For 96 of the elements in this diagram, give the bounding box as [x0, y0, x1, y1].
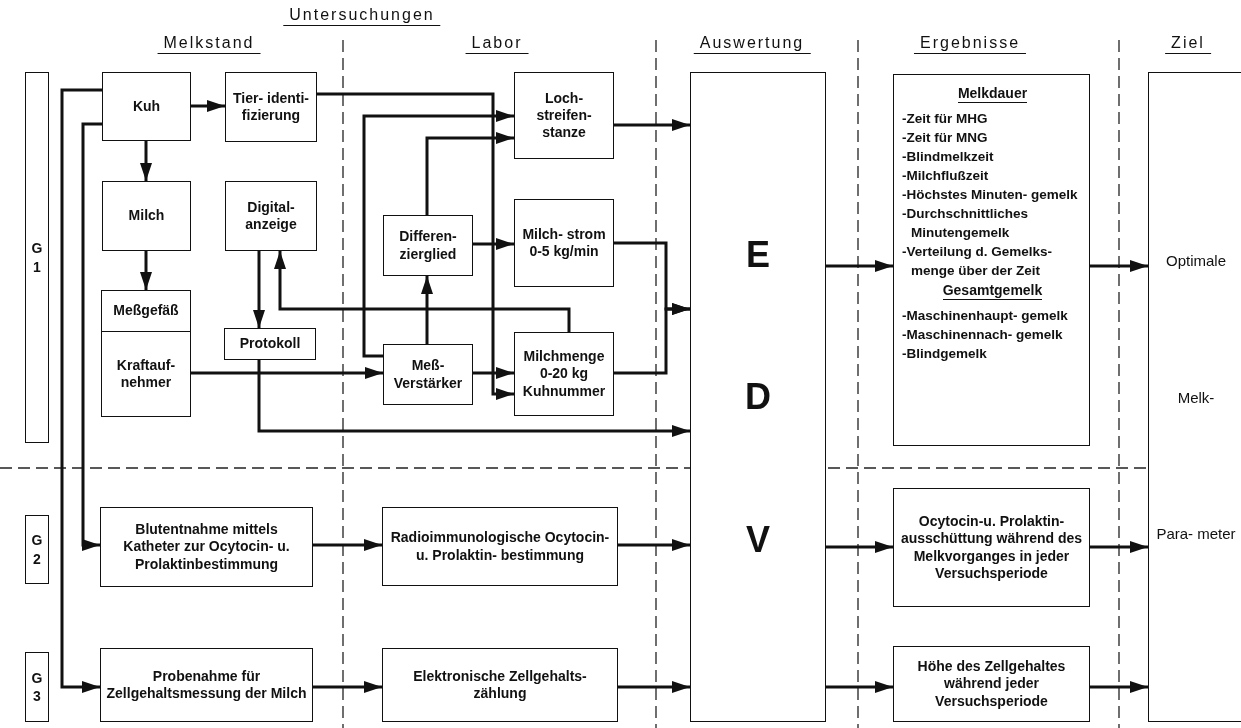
arrow [317, 92, 514, 400]
box-letter: V [746, 518, 770, 561]
processing-box [690, 72, 826, 722]
process-box [225, 72, 317, 142]
box-label: Kuh [132, 97, 161, 116]
process-box [224, 328, 316, 360]
column-heading: Untersuchungen [283, 6, 441, 26]
arrow [826, 541, 893, 553]
process-box [100, 648, 313, 722]
column-heading: Melkstand [157, 34, 261, 54]
arrow [826, 260, 893, 272]
process-box [102, 72, 191, 141]
box-label: Digital- anzeige [244, 198, 298, 234]
list-item: -Milchflußzeit [902, 166, 990, 185]
process-box [514, 199, 614, 287]
list-item: -Blindgemelk [902, 344, 988, 363]
arrow [257, 360, 690, 437]
box-label: Blutentnahme mittels Katheter zur Ocytocin- u. Prolaktinbestimmung [122, 521, 291, 573]
column-heading: Auswertung [693, 34, 811, 54]
arrow [473, 367, 514, 379]
arrow [473, 238, 514, 250]
arrow [1090, 541, 1148, 553]
arrow [140, 251, 152, 290]
process-box [102, 181, 191, 251]
arrow [313, 681, 382, 693]
list-item: -Zeit für MHG [902, 109, 989, 128]
group-label: G 3 [30, 668, 44, 706]
group-label-box [25, 515, 49, 584]
arrow [313, 539, 382, 551]
arrow [60, 88, 102, 693]
list-item: -Höchstes Minuten- gemelk [902, 185, 1079, 204]
arrow [362, 110, 514, 358]
process-box [101, 290, 191, 332]
process-box [101, 331, 191, 417]
process-box [100, 507, 313, 587]
list-item: -Blindmelkzeit [902, 147, 995, 166]
group-label-box [25, 652, 49, 722]
box-label: Loch- streifen- stanze [535, 89, 593, 142]
result-box [893, 74, 1090, 446]
box-label: Meßgefäß [113, 302, 179, 320]
box-label: Elektronische Zellgehalts- zählung [412, 667, 588, 703]
arrow [618, 681, 690, 693]
arrow [614, 303, 690, 375]
process-box [383, 215, 473, 276]
arrow [140, 141, 152, 181]
box-label: Differen- zierglied [398, 228, 458, 263]
box-label: Milch [128, 207, 165, 225]
group-label-box [25, 72, 49, 443]
list-item: -Maschinennach- gemelk [902, 325, 1064, 344]
arrow [274, 251, 571, 332]
arrow [1090, 260, 1148, 272]
list-item: -Zeit für MNG [902, 128, 989, 147]
arrow [1090, 681, 1148, 693]
list-item: -Maschinenhaupt- gemelk [902, 306, 1069, 325]
box-label: Milchmenge 0-20 kg Kuhnummer [521, 348, 607, 400]
box-letter: D [745, 376, 771, 418]
box-letter: E [746, 233, 770, 276]
arrow [614, 119, 690, 131]
process-box [514, 332, 614, 416]
goal-text: Optimale [1166, 252, 1226, 270]
arrow [618, 539, 690, 551]
process-box [514, 72, 614, 159]
box-label: Radioimmunologische Ocytocin-u. Prolaktin- bestimmung [389, 529, 611, 564]
box-label: Kraftauf- nehmer [115, 356, 177, 392]
box-label: Milch- strom 0-5 kg/min [521, 225, 607, 261]
box-label: Tier- identi- fizierung [232, 89, 310, 125]
list-item: -Verteilung d. Gemelks- menge über der Zeit [902, 242, 1054, 280]
arrow [826, 681, 893, 693]
list-item: -Durchschnittliches Minutengemelk [902, 204, 1030, 242]
box-label: Ocytocin-u. Prolaktin- ausschüttung während des Melkvorganges in jeder Versuchsperiode [899, 513, 1084, 582]
column-heading: Ziel [1165, 34, 1211, 54]
section-heading: Melkdauer [957, 85, 1028, 103]
process-box [893, 646, 1090, 722]
process-box [382, 648, 618, 722]
goal-text: Para- meter [1156, 524, 1236, 542]
process-box [382, 507, 618, 586]
process-box [225, 181, 317, 251]
goal-text: Melk- [1177, 388, 1215, 406]
box-label: Meß- Verstärker [392, 357, 464, 392]
goal-box [1148, 72, 1241, 722]
box-label: Probenahme für Zellgehaltsmessung der Milch [106, 667, 307, 703]
process-box [893, 488, 1090, 607]
section-heading: Gesamtgemelk [942, 281, 1043, 300]
box-label: Protokoll [239, 335, 301, 353]
arrow [191, 367, 383, 379]
column-heading: Labor [465, 34, 529, 54]
arrow [191, 100, 225, 112]
arrow [81, 122, 102, 551]
process-box [383, 344, 473, 405]
arrow [253, 251, 265, 328]
group-label: G 1 [30, 239, 44, 276]
arrow [425, 132, 514, 215]
box-label: Höhe des Zellgehaltes während jeder Versuchsperiode [916, 658, 1067, 710]
arrow [421, 276, 433, 344]
group-label: G 2 [30, 531, 44, 568]
column-heading: Ergebnisse [914, 34, 1026, 54]
